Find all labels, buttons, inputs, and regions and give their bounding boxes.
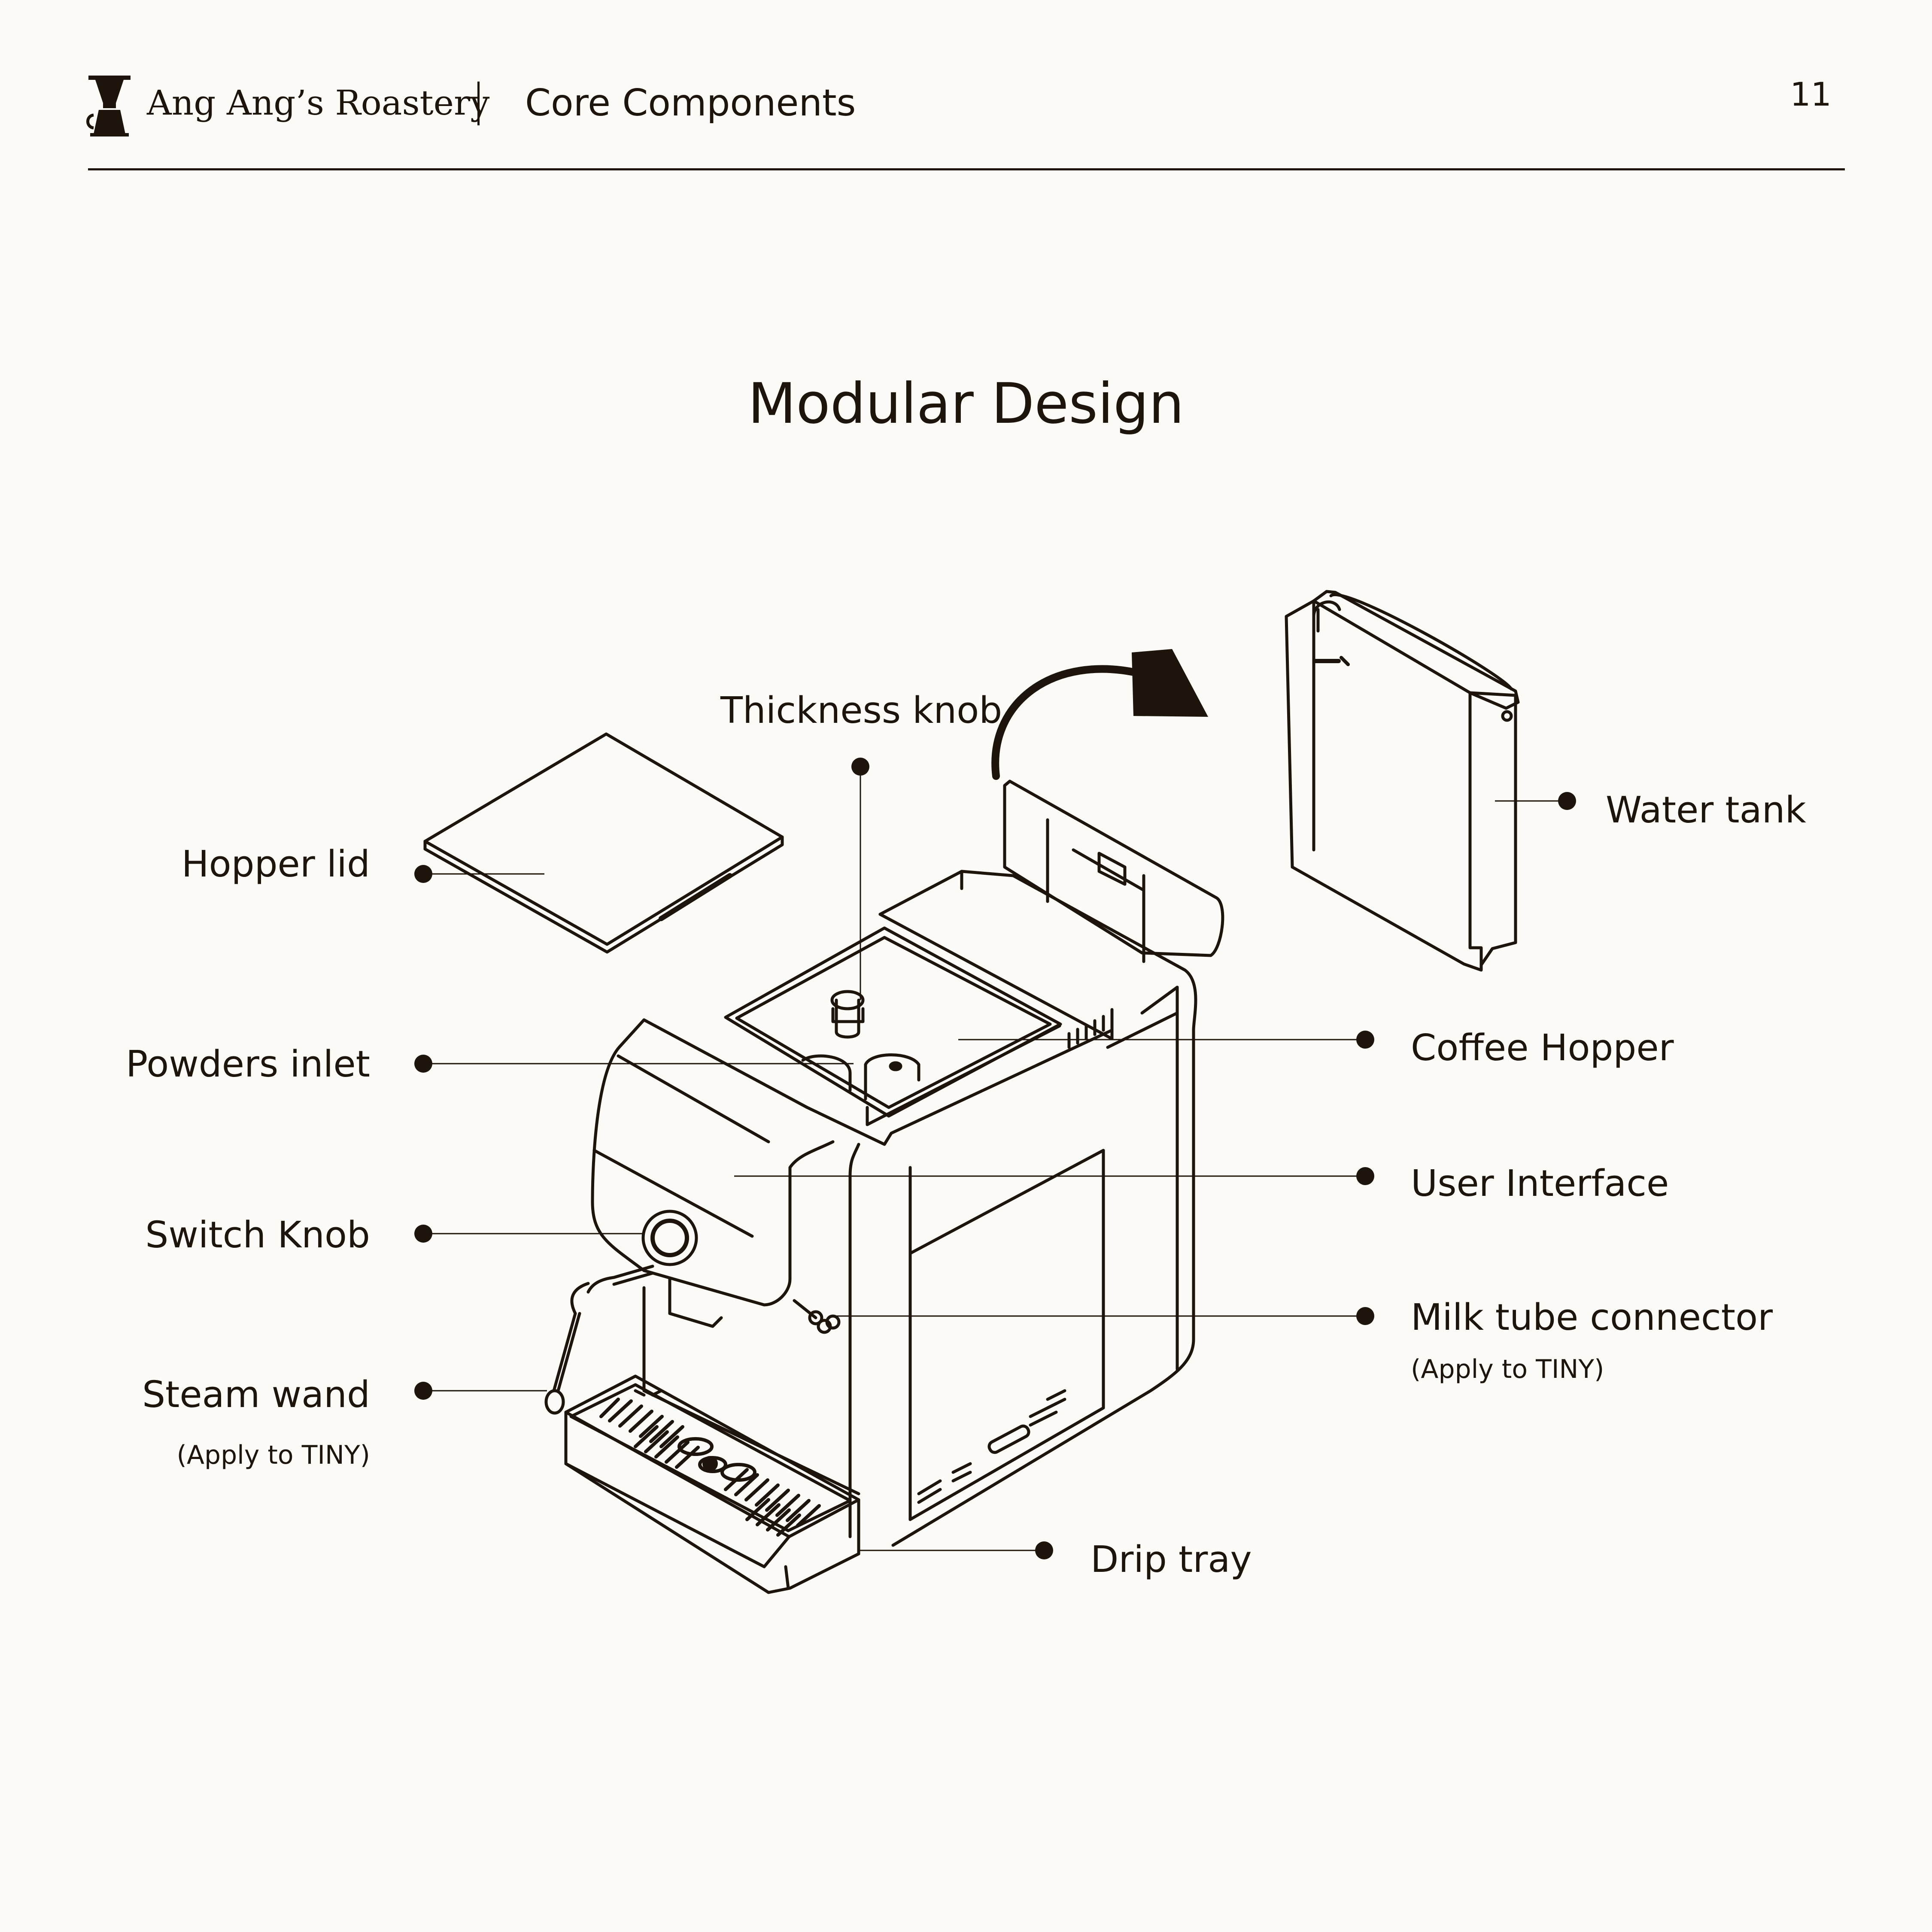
brand-name: Ang Ang’s Roastery (147, 83, 490, 123)
callout-hopper-lid: Hopper lid (181, 843, 370, 886)
machine-body-drawing (544, 779, 1224, 1594)
water-tank-drawing (1285, 590, 1520, 972)
callout-coffee-hopper: Coffee Hopper (1411, 1027, 1674, 1069)
removal-arrow-drawing (991, 649, 1208, 780)
hopper-lid-drawing (423, 732, 784, 954)
diagram-title: Modular Design (747, 371, 1184, 436)
callout-drip-tray: Drip tray (1091, 1538, 1252, 1581)
header-divider (88, 168, 1845, 170)
callout-powders-inlet: Powders inlet (126, 1043, 370, 1086)
callout-milk-tube-connector-note: (Apply to TINY) (1411, 1354, 1604, 1384)
leader-lines (423, 767, 1567, 1551)
page-number: 11 (1790, 75, 1832, 113)
callout-water-tank: Water tank (1606, 789, 1806, 831)
callout-switch-knob: Switch Knob (145, 1214, 370, 1256)
drip-tray-grill-drawing (599, 1398, 821, 1537)
callout-user-interface: User Interface (1411, 1162, 1669, 1205)
callout-milk-tube-connector: Milk tube connector (1411, 1296, 1773, 1339)
callout-steam-wand-note: (Apply to TINY) (176, 1440, 370, 1470)
callout-steam-wand: Steam wand (142, 1374, 370, 1416)
coffee-dripper-logo-icon (86, 76, 131, 136)
header-separator (477, 82, 480, 125)
callout-dots (414, 758, 1576, 1559)
callout-thickness-knob: Thickness knob (720, 689, 1002, 732)
section-title: Core Components (525, 82, 856, 124)
